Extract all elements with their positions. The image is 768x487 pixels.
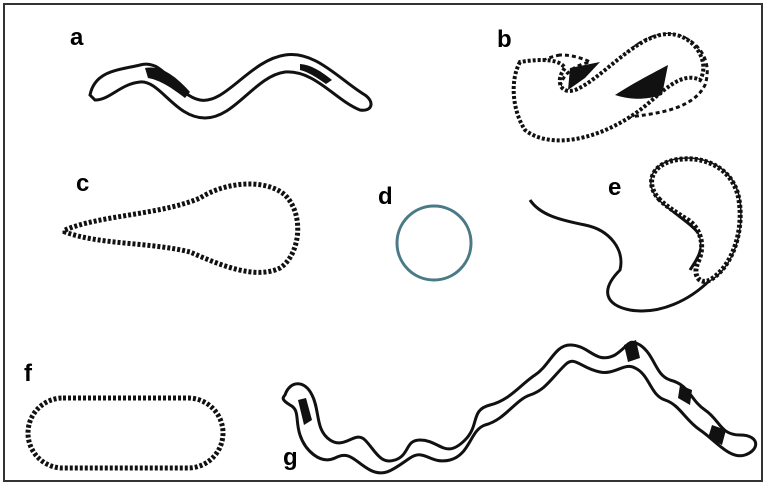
shape-g-outline [283,342,756,473]
shape-d [397,206,471,280]
label-c: c [76,172,89,196]
shape-g [283,340,756,473]
shape-f [28,398,223,468]
shape-e [530,159,740,311]
shape-a [90,54,371,118]
shape-f-outline [28,398,223,468]
label-a: a [70,26,83,50]
shape-e-body [652,159,741,282]
shape-c-outline [65,184,298,272]
shape-d-circle [397,206,471,280]
label-f: f [24,362,32,386]
label-d: d [378,185,393,209]
shape-a-outline [90,54,371,118]
shape-b [514,34,708,140]
label-e: e [608,176,621,200]
shape-c [65,184,298,272]
label-g: g [283,446,298,470]
label-b: b [497,28,512,52]
